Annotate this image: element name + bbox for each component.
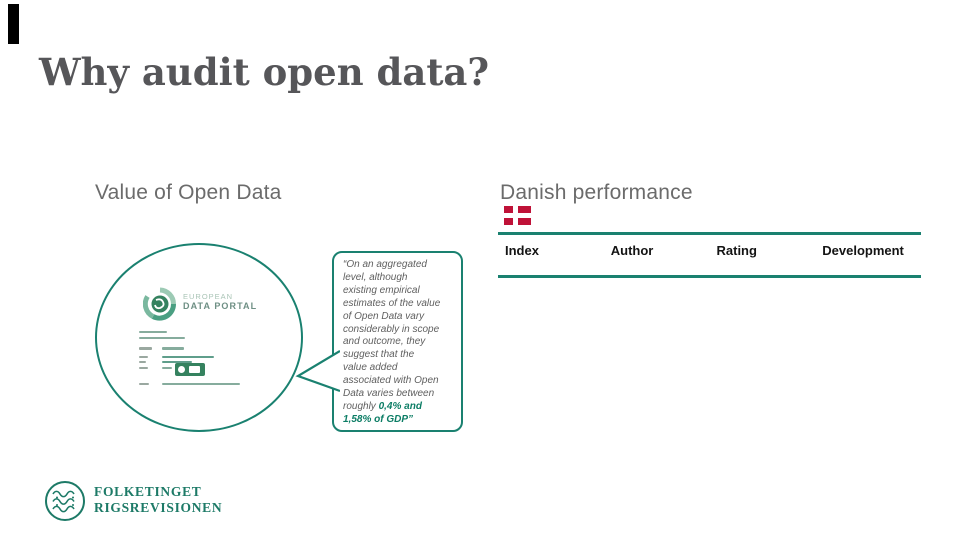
portal-logo-word-data-portal: DATA PORTAL: [183, 301, 258, 311]
table-header-row: Index Author Rating Development: [498, 243, 921, 258]
doc-text-label: [139, 347, 152, 350]
doc-text-label: [139, 367, 148, 369]
quote-highlight: 0,4% and 1,58% of GDP”: [343, 400, 422, 425]
doc-link-line: [162, 356, 214, 358]
quote-speech-bubble: “On an aggregated level, although existi…: [332, 251, 463, 432]
doc-text-line: [139, 337, 185, 339]
table-top-rule: [498, 232, 921, 235]
table-header-author: Author: [610, 243, 654, 258]
portal-logo-word-european: EUROPEAN: [183, 292, 234, 301]
section-heading-danish-performance: Danish performance: [500, 181, 693, 204]
badge-circle-glyph: [178, 366, 185, 373]
org-wordmark: FOLKETINGET RIGSREVISIONEN: [94, 484, 222, 515]
accent-bar: [8, 4, 19, 44]
table-bottom-rule: [498, 275, 921, 278]
doc-link-line: [162, 361, 192, 363]
doc-license-badge: [175, 363, 205, 376]
doc-text-line: [162, 383, 240, 385]
page-title: Why audit open data?: [39, 50, 490, 94]
badge-box-glyph: [189, 366, 200, 373]
org-name-folketinget: FOLKETINGET: [94, 484, 202, 499]
danish-flag-icon: [504, 206, 531, 225]
table-header-rating: Rating: [716, 243, 757, 258]
quote-text: “On an aggregated level, although existi…: [343, 259, 457, 427]
flag-cross-horizontal: [504, 213, 531, 218]
european-data-portal-logo-icon: [143, 287, 177, 321]
coat-of-arms-icon: [45, 481, 85, 521]
speech-bubble-tail: [295, 350, 340, 393]
quote-body: “On an aggregated level, although existi…: [343, 259, 441, 412]
doc-text-value: [162, 367, 172, 369]
table-header-index: Index: [505, 243, 539, 258]
doc-text-label: [139, 356, 148, 358]
section-heading-value-of-open-data: Value of Open Data: [95, 181, 282, 204]
doc-text-line: [139, 331, 167, 333]
org-name-rigsrevisionen: RIGSREVISIONEN: [94, 499, 223, 515]
doc-text-label: [139, 383, 149, 385]
portal-screenshot: EUROPEAN DATA PORTAL: [135, 283, 265, 395]
doc-text-label: [139, 361, 146, 363]
doc-text-value: [162, 347, 184, 350]
table-header-development: Development: [822, 243, 904, 258]
